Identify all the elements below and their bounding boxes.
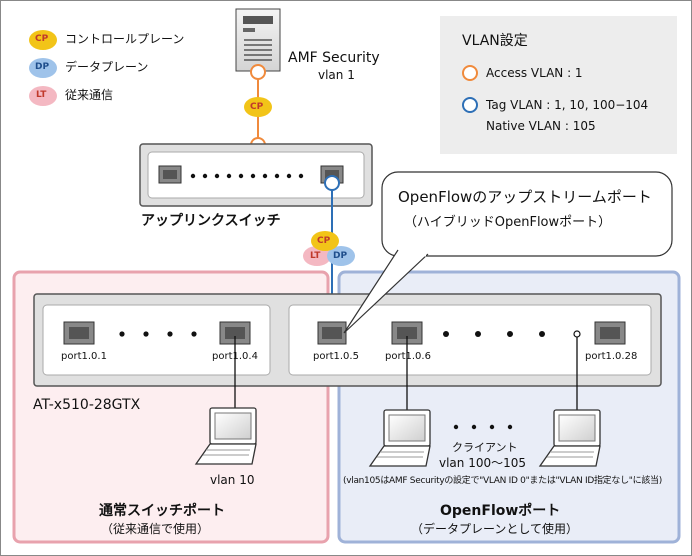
callout-bubble bbox=[381, 171, 673, 257]
server-vlan: vlan 1 bbox=[318, 68, 355, 82]
switch-model-label: AT-x510-28GTX bbox=[33, 397, 141, 413]
openflow-port-dots bbox=[443, 331, 545, 337]
callout-title: OpenFlowのアップストリームポート bbox=[398, 188, 652, 206]
link-lt-text: LT bbox=[310, 251, 321, 261]
port-1-0-5-icon bbox=[317, 321, 347, 345]
normal-zone-title: 通常スイッチポート bbox=[99, 503, 225, 519]
uplink-port-dots bbox=[190, 173, 304, 179]
client-dots bbox=[453, 424, 513, 430]
port-1-0-1-label: port1.0.1 bbox=[61, 351, 107, 362]
legend-lt-label: 従来通信 bbox=[65, 88, 114, 102]
server-access-port bbox=[250, 64, 266, 80]
port-1-0-28-icon bbox=[594, 321, 626, 345]
main-switch-normal-panel bbox=[42, 304, 271, 376]
openflow-zone-subtitle: （データプレーンとして使用） bbox=[411, 522, 579, 536]
port-1-0-1-icon bbox=[63, 321, 95, 345]
port-1-0-4-icon bbox=[219, 321, 251, 345]
vlan105-note: (vlan105はAMF Securityの設定で"VLAN ID 0"または"… bbox=[343, 476, 662, 486]
access-vlan-marker bbox=[462, 65, 478, 81]
server-name: AMF Security bbox=[288, 50, 380, 66]
tag-vlan-text: Tag VLAN : 1, 10, 100−104 bbox=[486, 98, 649, 112]
access-vlan-text: Access VLAN : 1 bbox=[486, 66, 583, 80]
client-laptop-2-icon bbox=[538, 409, 601, 467]
legend-dp-badge-text: DP bbox=[35, 62, 50, 72]
main-switch-openflow-panel bbox=[288, 304, 652, 376]
vlan-settings-box bbox=[440, 16, 677, 154]
native-vlan-text: Native VLAN : 105 bbox=[486, 119, 596, 133]
server-link-cp-text: CP bbox=[250, 102, 264, 112]
uplink-port-left-icon bbox=[158, 165, 182, 184]
client-label: クライアント bbox=[452, 441, 518, 454]
client-laptop-1-icon bbox=[368, 409, 431, 467]
port-1-0-6-label: port1.0.6 bbox=[385, 351, 431, 362]
legend-lt-badge-text: LT bbox=[36, 90, 47, 100]
legend-dp-label: データプレーン bbox=[65, 60, 149, 74]
legend-lt-badge bbox=[29, 86, 57, 106]
legend-cp-badge-text: CP bbox=[35, 34, 49, 44]
port-1-0-6-icon bbox=[391, 321, 423, 345]
port-1-0-5-label: port1.0.5 bbox=[313, 351, 359, 362]
vlan-settings-title: VLAN設定 bbox=[462, 33, 528, 49]
openflow-zone-title: OpenFlowポート bbox=[440, 503, 561, 519]
port-1-0-4-label: port1.0.4 bbox=[212, 351, 258, 362]
port-1-0-28-label: port1.0.28 bbox=[585, 351, 638, 362]
legend-dp-badge bbox=[29, 58, 57, 78]
legend-cp-label: コントロールプレーン bbox=[65, 32, 185, 46]
uplink-tag-port bbox=[324, 175, 340, 191]
laptop-vlan10-icon bbox=[194, 407, 257, 465]
callout-pointer bbox=[343, 249, 429, 334]
tag-vlan-marker bbox=[462, 97, 478, 113]
link-dp-badge bbox=[327, 246, 355, 266]
laptop-vlan10-label: vlan 10 bbox=[210, 473, 255, 487]
uplink-switch-label: アップリンクスイッチ bbox=[141, 213, 281, 229]
link-dp-text: DP bbox=[333, 251, 348, 261]
normal-zone-subtitle: （従来通信で使用） bbox=[101, 522, 210, 536]
normal-port-dots bbox=[119, 331, 197, 337]
client-vlan-label: vlan 100〜105 bbox=[439, 456, 527, 470]
link-lt-badge bbox=[303, 246, 331, 266]
link-cp-badge bbox=[311, 231, 339, 251]
server-link-cp-badge bbox=[244, 97, 272, 117]
callout-subtitle: （ハイブリッドOpenFlowポート） bbox=[404, 215, 612, 230]
server-icon bbox=[235, 8, 281, 72]
legend-cp-badge bbox=[29, 30, 57, 50]
link-cp-text: CP bbox=[317, 236, 331, 246]
port-1-0-28-led bbox=[573, 330, 581, 338]
